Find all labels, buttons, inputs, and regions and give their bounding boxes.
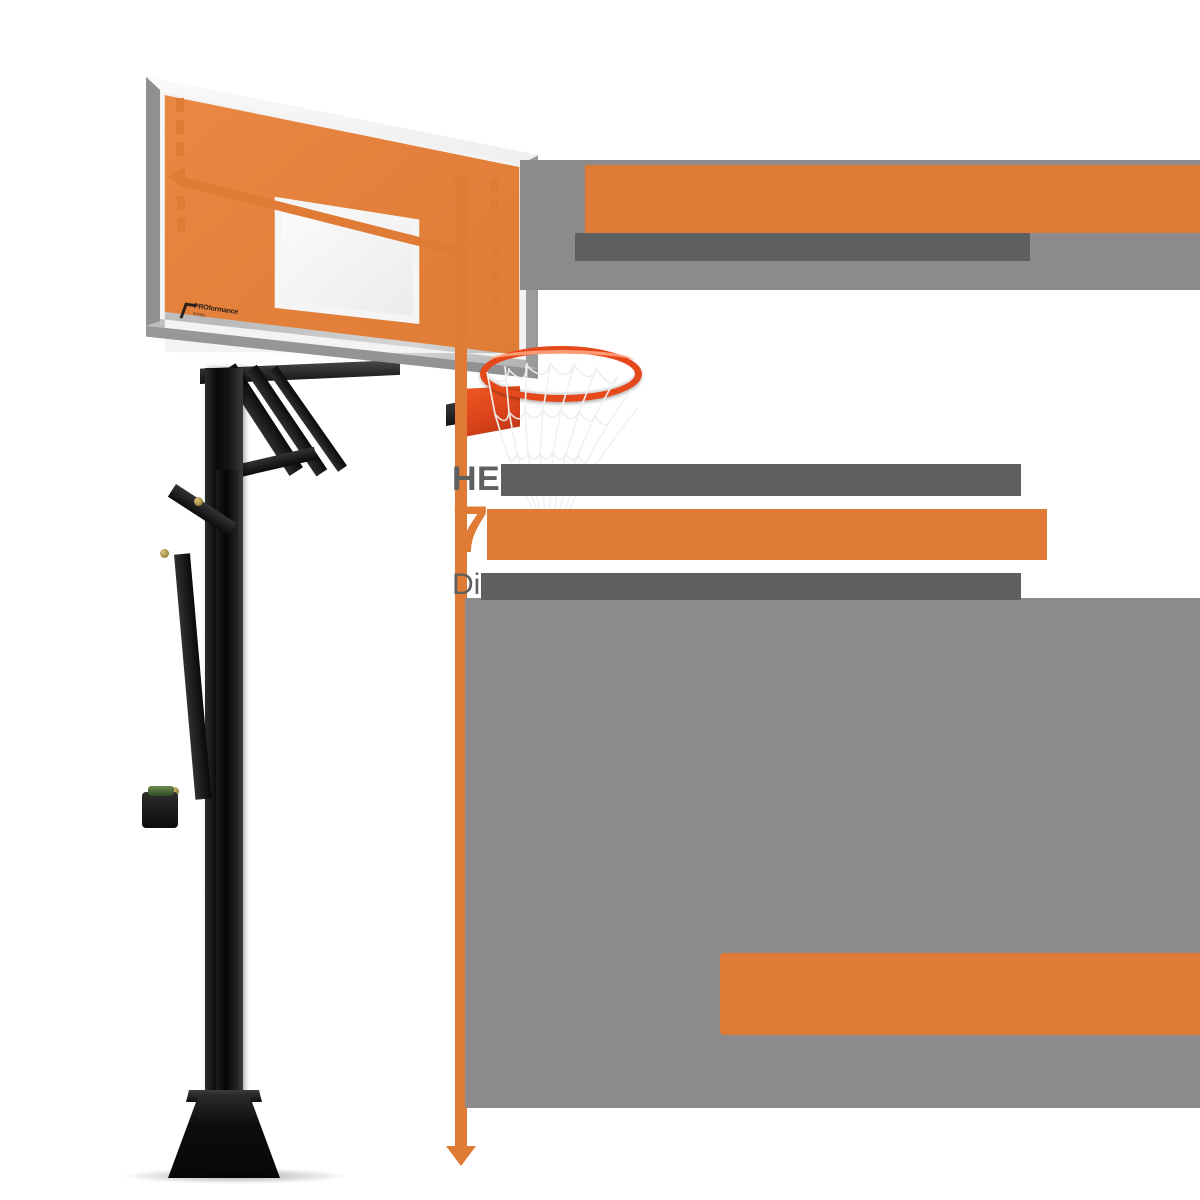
arrow-head-left-icon bbox=[168, 166, 185, 188]
tempered-glass-backboard: PROformance hoops bbox=[140, 70, 642, 516]
body-callout-redacted bbox=[720, 953, 1200, 1035]
headline-title-redacted bbox=[585, 165, 1200, 233]
tick-mark bbox=[177, 218, 185, 232]
tick-mark bbox=[176, 98, 184, 112]
spec-desc-visible-text: Di bbox=[452, 568, 481, 601]
spec-value: 7 bbox=[452, 498, 1072, 560]
tick-mark bbox=[492, 290, 500, 304]
frame-edge-left bbox=[146, 76, 160, 326]
tick-mark bbox=[176, 142, 184, 156]
spec-label: HE bbox=[452, 460, 1052, 498]
headline-subtitle-redacted bbox=[575, 233, 1030, 261]
arrow-head-down-icon bbox=[446, 1146, 476, 1166]
pivot-bolt bbox=[194, 497, 203, 506]
spec-label-visible-text: HE bbox=[452, 460, 501, 498]
crank-handle bbox=[148, 786, 174, 796]
pivot-bolt bbox=[160, 549, 169, 558]
tick-mark bbox=[176, 120, 184, 134]
tick-mark bbox=[490, 200, 498, 214]
tick-mark bbox=[491, 268, 499, 282]
tick-mark bbox=[177, 196, 185, 210]
spec-value-visible-text: 7 bbox=[452, 498, 489, 560]
tick-mark bbox=[490, 178, 498, 192]
ground-anchor-base-cover bbox=[168, 1096, 280, 1178]
rim-height-vertical-line bbox=[455, 176, 467, 1156]
pivot-bolt bbox=[170, 787, 179, 796]
spec-description: Di bbox=[452, 568, 1072, 602]
tick-mark bbox=[491, 246, 499, 260]
rim-highlight bbox=[488, 350, 634, 372]
spec-desc-redacted bbox=[481, 573, 1022, 600]
product-image: PROformance hoops bbox=[0, 0, 642, 1200]
pole-inner-tube bbox=[216, 470, 238, 1090]
spec-value-redacted bbox=[486, 509, 1047, 560]
spec-label-redacted bbox=[501, 464, 1022, 496]
height-adjustment-crank bbox=[142, 792, 178, 828]
logo-secondary-text: hoops bbox=[192, 310, 207, 318]
ground-shadow bbox=[120, 1168, 350, 1184]
